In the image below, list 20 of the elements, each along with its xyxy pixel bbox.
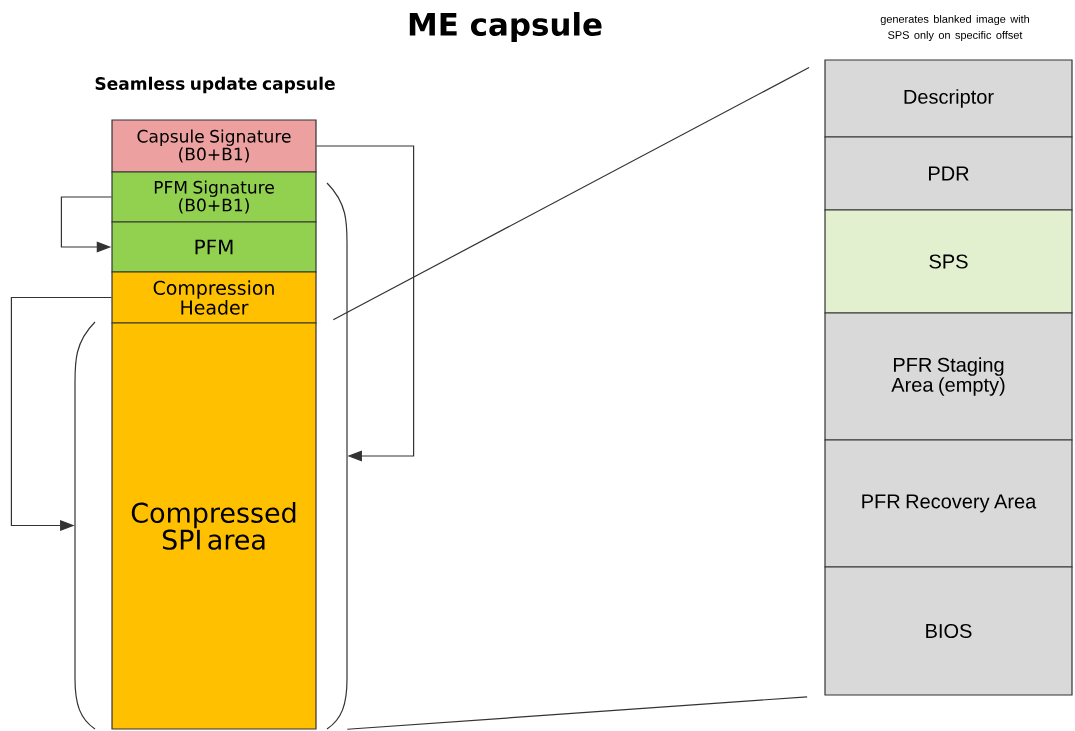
heading: Seamless update capsule — [95, 76, 335, 94]
zoom-line — [332, 66, 810, 321]
arrow — [60, 196, 112, 253]
signature-block: Capsule Signature (B0+B1) — [111, 119, 317, 173]
arrow — [10, 296, 112, 531]
bracket — [74, 321, 96, 730]
region-block: BIOS — [824, 566, 1073, 696]
zoom-line — [346, 696, 808, 730]
signature-block: PFM Signature (B0+B1) — [111, 171, 317, 223]
memory-block: PFM — [111, 221, 317, 273]
memory-block: Compression Header — [111, 271, 317, 324]
arrow — [316, 145, 415, 462]
region-block: PDR — [824, 136, 1073, 211]
note: generates blanked image with SPS only on specific offset — [880, 14, 1029, 42]
region-block: SPS — [824, 209, 1073, 314]
region-block: PFR Recovery Area — [824, 439, 1073, 568]
title: ME capsule — [409, 12, 602, 42]
bracket — [326, 182, 348, 730]
region-block: Descriptor — [824, 59, 1073, 138]
region-block: PFR Staging Area (empty) — [824, 312, 1073, 441]
